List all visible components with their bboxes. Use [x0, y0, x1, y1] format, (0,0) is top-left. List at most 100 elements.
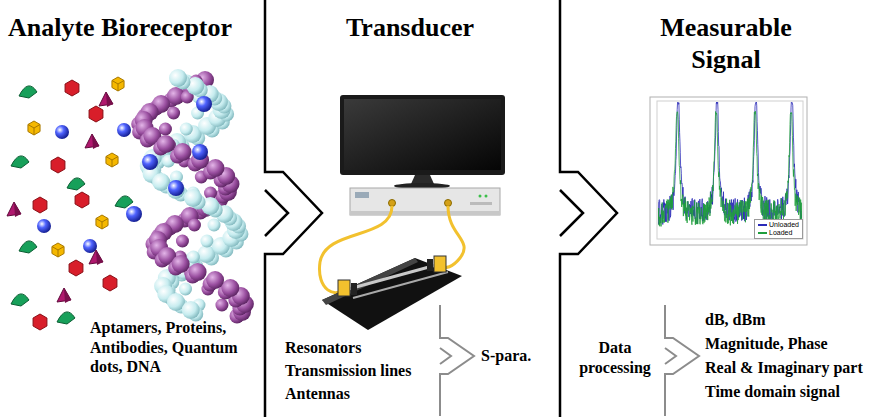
test-fixture-part: [434, 256, 446, 272]
analyte-hexagon: [65, 80, 79, 96]
analyte-pyramid-side: [106, 92, 113, 107]
analyte-cube: [96, 215, 108, 229]
analyte-cube: [52, 243, 64, 257]
monitor-part: [340, 95, 505, 175]
bound-analyte: [168, 180, 184, 196]
process-label: Data processing: [570, 338, 660, 377]
test-fixture-part: [427, 259, 433, 271]
analyte-pyramid-side: [14, 202, 21, 217]
analyte-cube: [106, 153, 118, 167]
column-heading: Transducer: [300, 12, 520, 44]
network-analyzer-part: [355, 192, 369, 198]
small-arrow: [665, 305, 699, 416]
transducer-item: Resonators: [285, 338, 361, 358]
analyte-cube: [112, 77, 124, 91]
transducer-item: Antennas: [285, 384, 350, 404]
network-analyzer-part: [470, 202, 492, 205]
column-heading: Measurable Signal: [648, 12, 804, 75]
signal-trace: [658, 111, 802, 226]
analyte-wedge: [67, 178, 85, 190]
helix-bead: [184, 189, 202, 207]
helix-bead: [221, 279, 239, 297]
analyte-sphere: [37, 219, 51, 233]
network-analyzer-part: [479, 195, 482, 198]
analyte-pyramid: [89, 250, 103, 264]
network-analyzer-part: [350, 188, 500, 215]
test-fixture-part: [338, 280, 350, 296]
network-analyzer-part: [485, 195, 488, 198]
analyte-cube-edge: [106, 157, 118, 168]
helix-bead: [179, 283, 192, 296]
helix-bead: [189, 263, 207, 281]
helix-bead: [180, 123, 193, 136]
legend-entry: Unloaded: [758, 221, 799, 229]
helix-bead: [200, 235, 213, 248]
parameter-label: S-para.: [481, 346, 531, 366]
monitor: [340, 95, 505, 189]
helix-bead: [169, 69, 187, 87]
analyte-wedge: [19, 241, 37, 253]
analyte-wedge: [57, 312, 75, 324]
network-analyzer-part: [350, 211, 500, 215]
helix-bead: [206, 271, 224, 289]
analyte-cube-edge: [28, 125, 40, 136]
column-heading: Analyte Bioreceptor: [8, 12, 232, 44]
legend-swatch: [758, 224, 767, 226]
small-arrow-notch: [440, 348, 451, 364]
signal-format: dB, dBm: [705, 310, 765, 330]
analyte-hexagon: [33, 314, 47, 330]
helix-bead: [167, 107, 180, 120]
monitor-part: [411, 175, 434, 184]
analyte-pyramid: [85, 134, 99, 148]
small-arrow: [440, 305, 474, 416]
analyte-hexagon: [33, 197, 47, 213]
legend-text: Loaded: [769, 229, 792, 236]
signal-traces: [658, 102, 802, 226]
signal-format: Magnitude, Phase: [705, 334, 828, 354]
legend-entry: Loaded: [758, 229, 799, 237]
analyte-wedge: [115, 196, 133, 208]
helix-bead: [176, 235, 189, 248]
analyte-pyramid: [7, 202, 21, 216]
test-fixture-part: [322, 258, 418, 305]
analyte-cube-edge: [96, 219, 108, 230]
transducer-item: Transmission lines: [285, 361, 411, 381]
analyte-pyramid-side: [96, 250, 103, 265]
analyte-molecules: [7, 77, 133, 330]
divider-arrow-notch: [560, 190, 583, 236]
analyte-pyramid: [99, 92, 113, 106]
analyte-hexagon: [51, 157, 65, 173]
network-analyzer: [350, 188, 500, 215]
analyte-hexagon: [103, 275, 117, 291]
bound-analyte: [126, 206, 142, 222]
analyte-sphere: [55, 125, 69, 139]
test-fixture-part: [345, 264, 440, 290]
monitor-part: [344, 99, 501, 170]
signal-chart: [650, 97, 807, 245]
legend-text: Unloaded: [769, 221, 799, 228]
helix-bead: [182, 301, 200, 319]
analyte-cube-edge: [52, 247, 64, 258]
small-arrow-notch: [665, 348, 676, 364]
helix-bead: [215, 299, 228, 312]
helix-bead: [188, 219, 201, 232]
analyte-sphere: [83, 239, 97, 253]
helix-bead: [157, 135, 175, 153]
analyte-hexagon: [69, 260, 83, 276]
test-fixture-part: [351, 283, 357, 295]
signal-chart-part: [657, 101, 803, 239]
signal-chart-part: [650, 97, 807, 245]
helix-bead: [206, 159, 224, 177]
network-analyzer-part: [445, 200, 452, 207]
network-analyzer-part: [389, 200, 396, 207]
test-fixture: [322, 256, 462, 330]
analyte-pyramid-side: [92, 134, 99, 149]
chart-legend: UnloadedLoaded: [754, 219, 803, 239]
analyte-wedge: [11, 156, 29, 168]
analyte-hexagon: [75, 192, 89, 208]
bound-analyte: [192, 144, 208, 160]
bioreceptor-list: Aptamers, Proteins, Antibodies, Quantum …: [90, 318, 258, 377]
legend-swatch: [758, 232, 767, 234]
